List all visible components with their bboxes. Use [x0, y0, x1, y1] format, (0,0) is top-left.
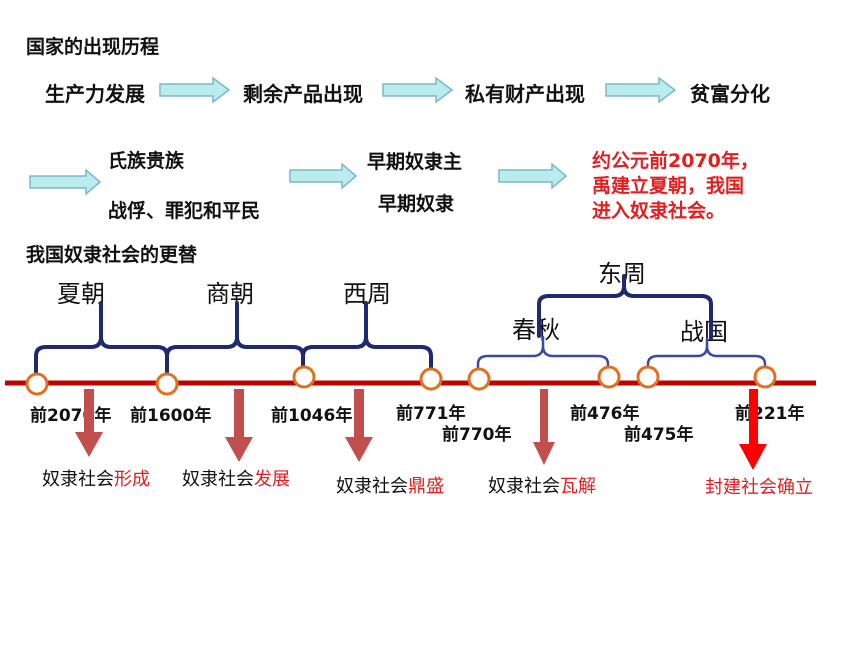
stage-peak-prefix: 奴隶社会 [336, 476, 408, 497]
flow-arrow-1 [159, 76, 231, 104]
node-221bc [753, 365, 777, 389]
stage-peak: 奴隶社会鼎盛 [336, 472, 444, 498]
brace-xizhou [301, 301, 433, 380]
stage-development: 奴隶社会发展 [182, 465, 290, 491]
node-1046bc [292, 365, 316, 389]
year-1046bc: 前1046年 [271, 406, 353, 426]
flow-step-2: 剩余产品出现 [243, 82, 363, 106]
down-arrow-formation [75, 389, 103, 457]
year-770bc: 前770年 [442, 425, 512, 445]
stage-decline: 奴隶社会瓦解 [488, 472, 596, 498]
flow-step-3: 私有财产出现 [465, 82, 585, 106]
node-476bc [597, 365, 621, 389]
conclusion-line-2: 禹建立夏朝，我国 [592, 175, 745, 197]
flow-step-1: 生产力发展 [45, 82, 145, 106]
down-arrow-feudal [739, 389, 767, 470]
dynasty-shang: 商朝 [206, 280, 254, 308]
brace-shang [165, 301, 305, 380]
section2-title: 我国奴隶社会的更替 [26, 244, 198, 266]
period-chunqiu: 春秋 [512, 316, 560, 344]
stage-development-prefix: 奴隶社会 [182, 469, 254, 490]
class-early-slave: 早期奴隶 [378, 193, 455, 215]
flow-arrow-5 [289, 162, 358, 190]
class-early-slaveowner: 早期奴隶主 [367, 151, 463, 173]
dynasty-xia: 夏朝 [57, 280, 105, 308]
period-zhanguo: 战国 [680, 318, 728, 346]
stage-peak-key: 鼎盛 [408, 476, 444, 497]
flow-arrow-6 [498, 162, 568, 190]
year-476bc: 前476年 [570, 404, 640, 424]
flow-arrow-2 [382, 76, 454, 104]
section1-title: 国家的出现历程 [26, 36, 160, 58]
stage-decline-prefix: 奴隶社会 [488, 476, 560, 497]
stage-development-key: 发展 [254, 469, 290, 490]
node-475bc [636, 365, 660, 389]
stage-formation: 奴隶社会形成 [42, 465, 150, 491]
flow-arrow-3 [605, 76, 677, 104]
class-nobility: 氏族贵族 [108, 150, 185, 172]
flow-arrow-4 [29, 168, 102, 196]
year-1600bc: 前1600年 [130, 406, 212, 426]
brace-zhanguo [646, 337, 767, 380]
brace-chunqiu [476, 335, 610, 380]
conclusion-line-1: 约公元前2070年， [592, 150, 759, 172]
class-captives: 战俘、罪犯和平民 [108, 200, 261, 222]
stage-feudal: 封建社会确立 [705, 473, 813, 499]
down-arrow-peak [345, 389, 373, 462]
conclusion-line-3: 进入奴隶社会。 [592, 200, 726, 222]
brace-dongzhou [537, 274, 713, 340]
node-2070bc [25, 372, 49, 396]
brace-xia [34, 301, 169, 380]
stage-decline-key: 瓦解 [560, 476, 596, 497]
down-arrow-development [225, 389, 253, 462]
flow-step-4: 贫富分化 [690, 82, 770, 106]
node-771bc [419, 367, 443, 391]
node-770bc [467, 367, 491, 391]
down-arrow-decline [533, 389, 555, 465]
node-1600bc [155, 372, 179, 396]
stage-formation-prefix: 奴隶社会 [42, 469, 114, 490]
stage-feudal-key: 封建社会确立 [705, 477, 813, 498]
year-475bc: 前475年 [624, 425, 694, 445]
stage-formation-key: 形成 [114, 469, 150, 490]
year-771bc: 前771年 [396, 404, 466, 424]
